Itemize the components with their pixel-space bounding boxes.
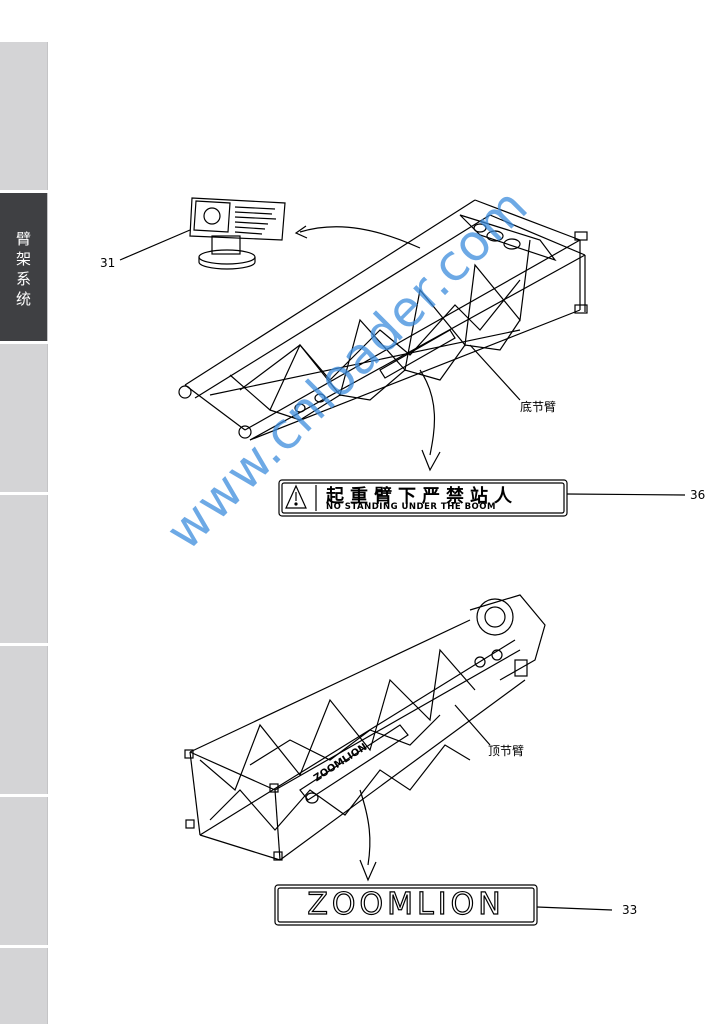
sidebar-tab-label: 臂 架 系 统 [15,230,31,308]
callout-33: 33 [622,903,638,917]
sidebar-tab-7[interactable] [0,948,48,1024]
sidebar-tab-4[interactable] [0,495,48,643]
callout-31: 31 [100,256,116,270]
top-boom-label: 顶节臂 [488,744,525,758]
sign-english-text: NO STANDING UNDER THE BOOM [326,502,496,512]
sidebar-tab-3[interactable] [0,344,48,492]
sidebar-tab-5[interactable] [0,646,48,794]
sidebar-tab-1[interactable] [0,42,48,190]
warning-plate-illustration [189,197,286,270]
base-boom-truss [178,199,588,441]
no-standing-sign [278,479,568,517]
sidebar-tab-boom-system[interactable]: 臂 架 系 统 [0,193,48,341]
base-boom-label: 底节臂 [520,400,557,414]
sign-chinese-text: 起重臂下严禁站人 [326,486,518,507]
logo-plate-text: ZOOMLION [307,886,505,922]
top-boom-truss [184,594,546,861]
sidebar-tab-6[interactable] [0,797,48,945]
callout-36: 36 [690,488,706,502]
